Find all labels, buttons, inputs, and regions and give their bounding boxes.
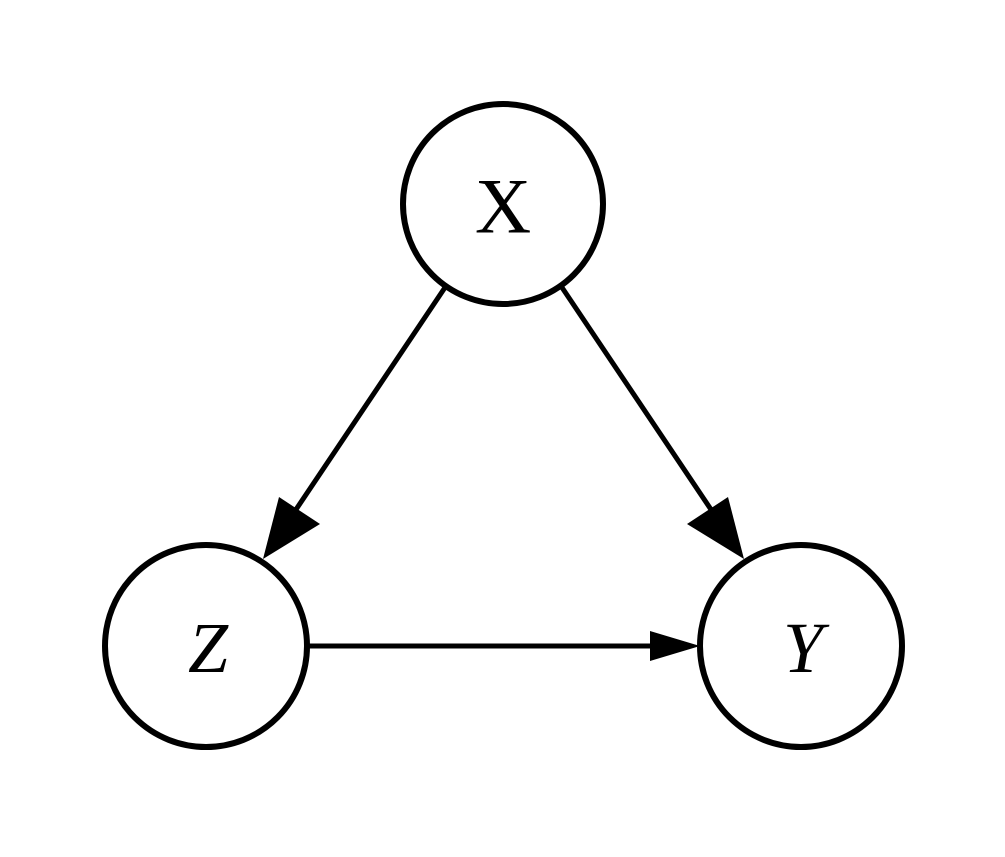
node-z-label: Z bbox=[188, 608, 229, 688]
node-y-label: Y bbox=[783, 608, 830, 688]
node-x[interactable]: X bbox=[400, 101, 606, 307]
node-x-circle[interactable] bbox=[400, 101, 606, 307]
edge-x-to-y-shaft bbox=[558, 284, 717, 516]
edge-z-to-y bbox=[307, 631, 700, 661]
edge-x-to-z-arrowhead bbox=[263, 497, 320, 559]
edge-x-to-z bbox=[263, 284, 449, 559]
edge-x-to-z-shaft bbox=[290, 284, 449, 516]
node-z-circle[interactable] bbox=[102, 542, 310, 750]
edge-x-to-y-arrowhead bbox=[687, 497, 744, 559]
node-y[interactable]: Y bbox=[697, 542, 905, 750]
edge-x-to-y bbox=[558, 284, 744, 559]
node-x-label: X bbox=[475, 163, 531, 250]
node-y-circle[interactable] bbox=[697, 542, 905, 750]
node-z[interactable]: Z bbox=[102, 542, 310, 750]
edge-z-to-y-arrowhead bbox=[650, 631, 700, 661]
